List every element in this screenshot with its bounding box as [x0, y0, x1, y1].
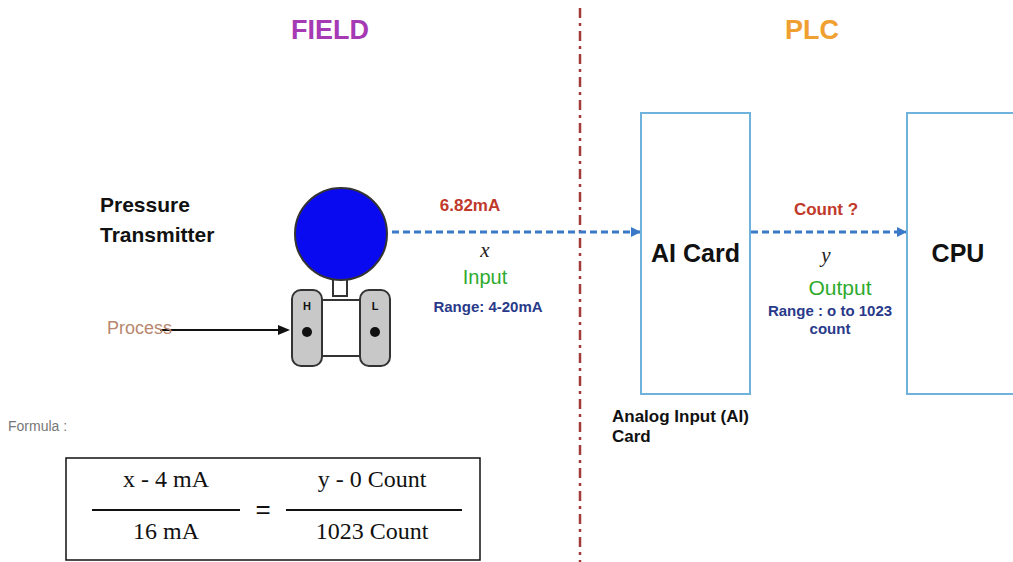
- variable-name: y: [821, 243, 830, 268]
- formula-numerator: y - 0 Count: [318, 465, 427, 494]
- range-text: Range: 4-20mA: [433, 298, 542, 316]
- signal-name: Output: [808, 275, 871, 300]
- formula-heading: Formula :: [8, 418, 67, 435]
- equals-sign: =: [255, 494, 270, 525]
- range-text: Range : o to 1023 count: [755, 302, 905, 338]
- node-label: AI Card: [651, 235, 740, 271]
- signal-arrow: [751, 231, 906, 234]
- formula-denominator: 1023 Count: [316, 517, 429, 546]
- signal-arrow: [392, 231, 640, 234]
- signal-value: 6.82mA: [440, 196, 500, 216]
- formula-denominator: 16 mA: [133, 517, 199, 546]
- process-label: Process: [107, 318, 172, 340]
- variable-name: x: [480, 238, 489, 263]
- ai-card-box: AI Card: [640, 112, 751, 395]
- field-plc-divider: [579, 8, 582, 562]
- node-label: Pressure Transmitter: [100, 190, 250, 251]
- formula-box: [66, 458, 480, 560]
- region-title: PLC: [785, 14, 839, 46]
- cpu-box: CPU: [906, 112, 1013, 395]
- port-letter: L: [372, 300, 379, 313]
- card-caption: Analog Input (AI) Card: [612, 407, 787, 448]
- signal-name: Input: [463, 265, 507, 289]
- process-arrow: [160, 325, 290, 335]
- signal-value: Count ?: [794, 200, 858, 220]
- formula-numerator: x - 4 mA: [123, 465, 209, 494]
- port-letter: H: [303, 300, 311, 313]
- node-label: CPU: [932, 235, 985, 271]
- pressure-transmitter-symbol: [292, 188, 390, 366]
- transmitter-node: Pressure Transmitter: [95, 185, 392, 370]
- region-title: FIELD: [291, 14, 369, 46]
